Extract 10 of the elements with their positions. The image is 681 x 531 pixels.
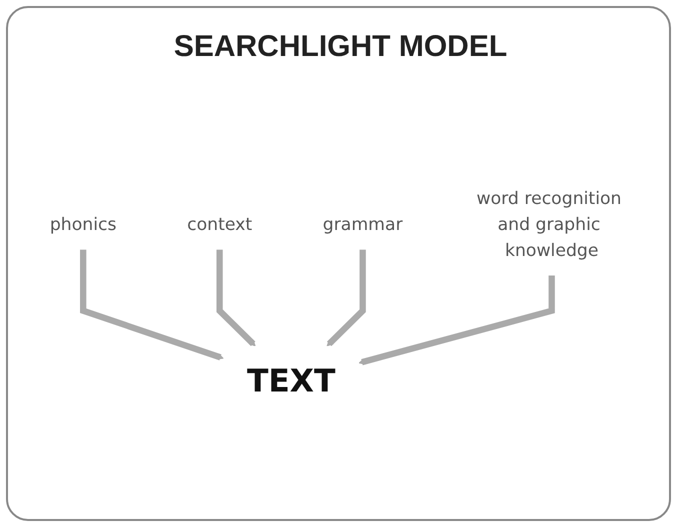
arrow: [216, 249, 256, 346]
diagram-title: SEARCHLIGHT MODEL: [172, 30, 508, 64]
arrow: [326, 249, 366, 346]
node-text: TEXT: [246, 362, 336, 399]
arrow: [80, 249, 224, 360]
node-text: phonics: [50, 214, 116, 234]
node-text: context: [187, 214, 252, 234]
node-text: grammar: [322, 214, 403, 234]
node-text: word recognition and graphic knowledge: [476, 188, 622, 260]
arrow: [358, 275, 555, 365]
